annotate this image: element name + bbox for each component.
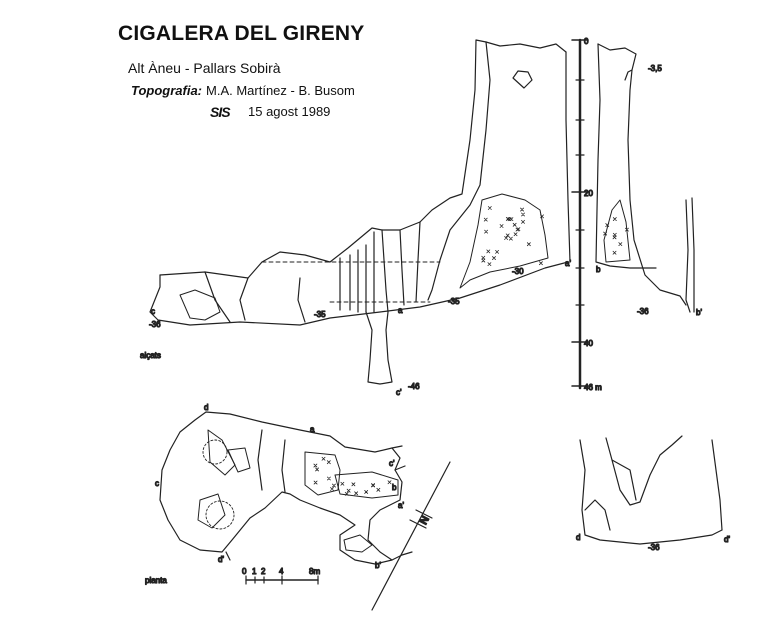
debris-mark	[504, 236, 508, 240]
depth-scale	[571, 38, 589, 390]
elevation-main	[149, 39, 571, 385]
debris-mark	[492, 256, 496, 260]
point-b-elev: b	[596, 265, 601, 274]
debris-mark	[332, 483, 336, 488]
debris-mark	[327, 476, 331, 481]
debris-mark	[351, 482, 356, 487]
debris-mark	[513, 232, 518, 237]
debris-mark	[487, 206, 492, 210]
point-b-prime-elev: b'	[696, 308, 702, 317]
sis-logo: SIS	[210, 104, 231, 120]
cross-section-dd	[579, 435, 723, 545]
debris-mark	[625, 227, 629, 232]
debris-mark	[612, 232, 617, 237]
debris-mark	[481, 258, 486, 263]
debris-mark	[516, 227, 521, 232]
debris-mark	[330, 487, 334, 491]
debris-mark	[483, 217, 488, 222]
depth-neg46: -46	[408, 382, 420, 391]
depth-neg36-left: -36	[149, 320, 161, 329]
plan-view	[159, 411, 413, 565]
debris-mark	[540, 214, 544, 219]
point-b-prime-plan: b'	[375, 561, 381, 570]
depth-neg35-b: -35	[448, 297, 460, 306]
debris-mark	[313, 480, 318, 485]
label-planta: planta	[145, 576, 167, 585]
debris-mark	[371, 483, 376, 488]
plan-scale-bar	[245, 575, 319, 585]
point-c-prime-elev: c'	[396, 388, 402, 397]
credit-names: M.A. Martínez - B. Busom	[206, 83, 355, 98]
depth-scale-20: 20	[584, 189, 593, 198]
depth-neg3-5: -3,5	[648, 64, 662, 73]
debris-mark	[376, 487, 381, 492]
debris-mark	[354, 491, 359, 496]
debris-mark	[526, 242, 531, 247]
debris-mark	[321, 456, 326, 461]
debris-mark	[507, 217, 512, 222]
point-c-plan: c	[155, 479, 159, 488]
depth-neg36-bottom: -36	[648, 543, 660, 552]
debris-mark	[521, 219, 525, 224]
debris-marks	[313, 206, 629, 496]
point-d-plan: d	[204, 403, 208, 412]
debris-mark	[326, 460, 331, 465]
point-b-plan: b	[392, 483, 397, 492]
point-d-prime-section: d'	[724, 535, 730, 544]
depth-scale-0: 0	[584, 37, 589, 46]
point-d-prime-plan: d'	[218, 555, 224, 564]
plan-scale-0: 0	[242, 567, 247, 576]
debris-mark	[486, 249, 491, 254]
survey-date: 15 agost 1989	[248, 104, 331, 119]
credit-label: Topografia:	[131, 83, 203, 98]
debris-mark	[520, 207, 524, 212]
survey-title: CIGALERA DEL GIRENY	[118, 22, 365, 45]
point-c-prime-plan: c'	[389, 459, 395, 468]
debris-mark	[512, 222, 517, 227]
debris-mark	[508, 236, 513, 241]
debris-mark	[364, 490, 369, 494]
debris-mark	[612, 250, 617, 255]
depth-scale-40: 40	[584, 339, 593, 348]
debris-mark	[605, 223, 610, 227]
debris-mark	[521, 212, 525, 217]
debris-mark	[387, 480, 392, 485]
debris-mark	[495, 249, 499, 254]
debris-mark	[481, 255, 486, 260]
debris-mark	[344, 491, 349, 496]
debris-mark	[340, 481, 345, 486]
debris-mark	[487, 262, 492, 267]
label-alcats: alçats	[140, 351, 161, 360]
debris-mark	[346, 488, 351, 493]
point-a-elev: a	[398, 306, 403, 315]
location-text: Alt Àneu - Pallars Sobirà	[128, 60, 281, 76]
plan-scale-8m: 8m	[309, 567, 320, 576]
debris-mark	[618, 242, 623, 247]
depth-neg36-right: -36	[637, 307, 649, 316]
debris-mark	[603, 231, 608, 236]
point-a-prime-elev: a'	[565, 259, 571, 268]
plan-scale-1: 1	[252, 567, 257, 576]
debris-mark	[539, 261, 543, 266]
point-a-plan: a	[310, 425, 315, 434]
debris-mark	[612, 217, 617, 221]
elevation-right	[595, 43, 695, 313]
debris-mark	[505, 233, 510, 238]
debris-mark	[499, 224, 504, 228]
plan-scale-4: 4	[279, 567, 284, 576]
depth-neg30: -30	[512, 267, 524, 276]
point-c-elev: c	[151, 307, 155, 316]
debris-mark	[484, 229, 488, 234]
depth-scale-46m: 46 m	[584, 383, 602, 392]
depth-neg35-a: -35	[314, 310, 326, 319]
debris-mark	[313, 463, 318, 468]
point-a-prime-plan: a'	[398, 501, 404, 510]
plan-scale-2: 2	[261, 567, 266, 576]
point-d-section: d	[576, 533, 580, 542]
debris-mark	[315, 467, 319, 472]
north-arrow	[371, 461, 451, 611]
